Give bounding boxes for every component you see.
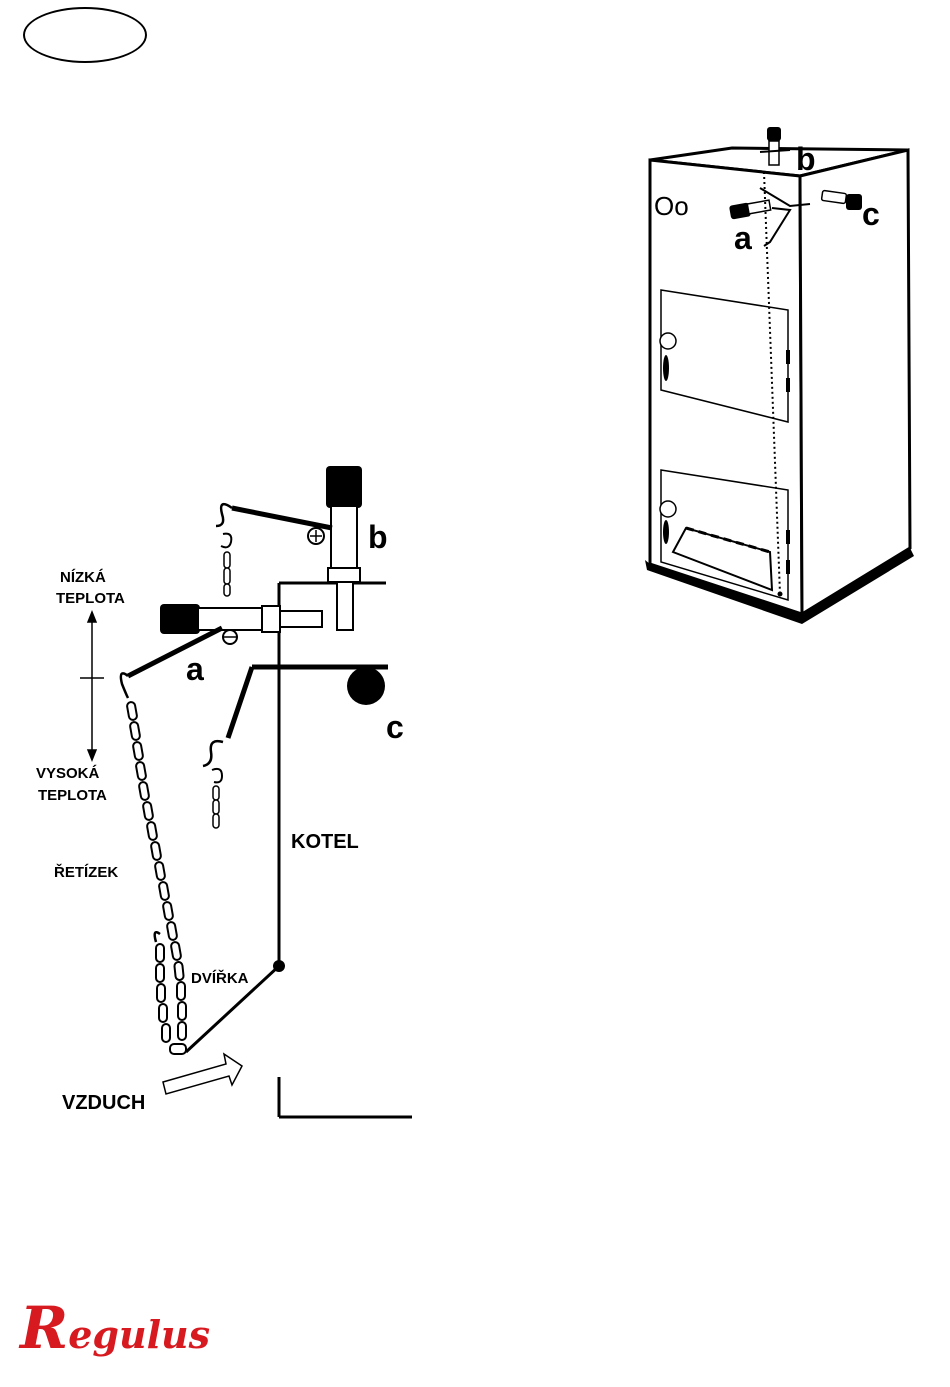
temperature-scale-arrow (80, 612, 104, 760)
logo-initial: R (20, 1294, 68, 1362)
label-low-temp-line2: TEPLOTA (56, 590, 125, 607)
label-door: DVÍŘKA (191, 969, 249, 987)
label-high-temp-line2: TEPLOTA (38, 787, 107, 804)
chain (121, 673, 186, 1054)
label-a: a (186, 651, 204, 687)
logo-text: egulus (68, 1312, 210, 1357)
label-boiler: KOTEL (291, 831, 359, 853)
label-b: b (368, 519, 388, 555)
label-high-temp-line1: VYSOKÁ (36, 765, 100, 782)
label-c: c (386, 709, 404, 745)
label-air: VZDUCH (62, 1092, 145, 1114)
regulus-logo: Regulus (20, 1294, 210, 1362)
label-chain: ŘETÍZEK (54, 863, 118, 881)
boiler-label-b: b (796, 141, 816, 177)
boiler-label-a: a (734, 220, 752, 256)
regulator-b (216, 466, 362, 630)
counterweight-c (203, 667, 388, 828)
boiler-label-c: c (862, 196, 880, 232)
air-arrow (163, 1054, 242, 1094)
label-low-temp-line1: NÍZKÁ (60, 569, 106, 586)
boiler-label-oo: Oo (654, 191, 689, 221)
